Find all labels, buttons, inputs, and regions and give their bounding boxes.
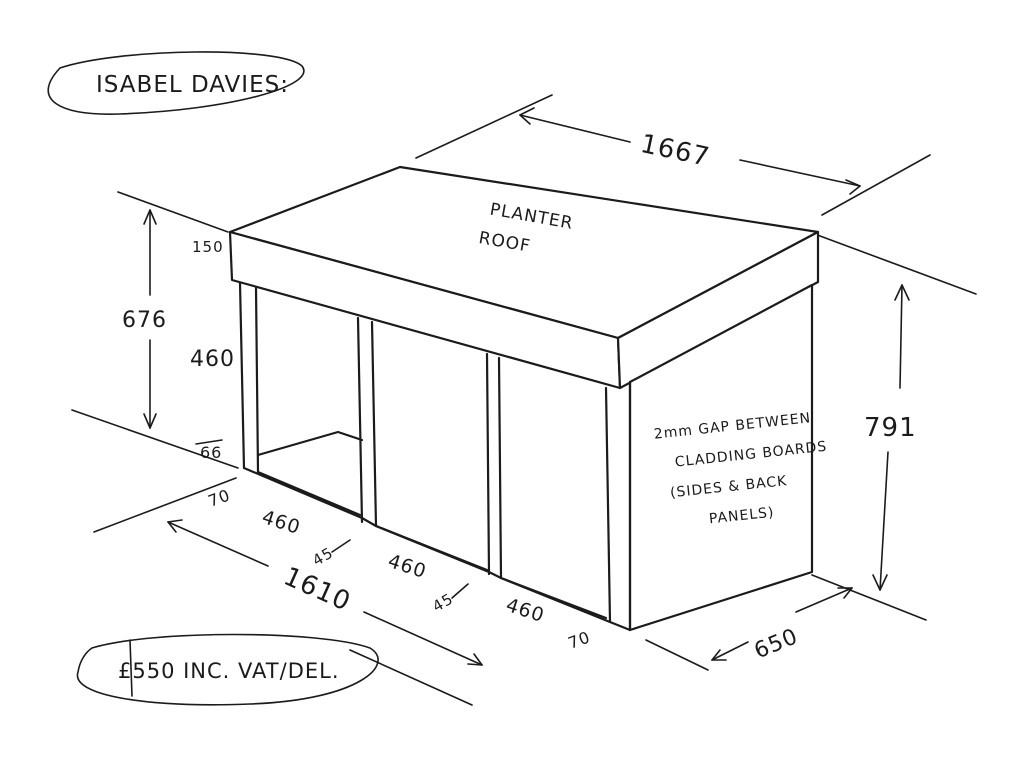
dim-left-height: 676 150 460 66: [122, 209, 235, 462]
dim-end-left-label: 70: [206, 485, 234, 511]
roof-side-face: [616, 230, 820, 390]
client-name: ISABEL DAVIES:: [96, 72, 289, 98]
dim-overall-height-left-label: 676: [122, 308, 167, 333]
dim-bay1-label: 460: [259, 506, 303, 539]
dim-top-length-label: 1667: [638, 129, 713, 173]
dim-base-height-label: 66: [200, 443, 222, 462]
ground-lines: [71, 94, 977, 621]
dim-top-length: 1667: [519, 107, 861, 195]
post-mid1-b: [370, 320, 378, 528]
price-group: £550 INC. VAT/DEL.: [76, 633, 379, 706]
post-mid1-a: [356, 316, 364, 524]
name-label-group: ISABEL DAVIES:: [47, 51, 305, 115]
dim-right-height: 791: [864, 284, 917, 591]
post-left-outer: [238, 281, 246, 470]
dim-inner-height-label: 460: [190, 347, 235, 372]
dim-roof-thickness-label: 150: [192, 238, 224, 256]
gap-note-line4: PANELS): [708, 505, 775, 528]
name-oval: [47, 51, 305, 115]
dim-end-right-label: 70: [566, 627, 594, 653]
post-mid2-a: [485, 352, 491, 576]
dim-overall-height-right-label: 791: [864, 413, 917, 443]
post-mid2-b: [497, 356, 503, 580]
price-oval: [76, 633, 379, 706]
price-text: £550 INC. VAT/DEL.: [118, 659, 340, 683]
planter-body: [228, 165, 820, 632]
price-oval-tick: [129, 639, 133, 697]
dim-bay3-label: 460: [503, 594, 547, 627]
dim-bay2-label: 460: [385, 550, 429, 583]
dim-depth-label: 650: [751, 624, 802, 664]
dim-gap1-label: 45: [309, 544, 336, 570]
dim-front-length-label: 1610: [279, 562, 355, 618]
base-rail-back: [256, 430, 364, 457]
post-left-inner: [254, 286, 260, 474]
dim-gap2-label: 45: [429, 590, 456, 616]
post-right: [604, 386, 612, 624]
base-rail-front: [242, 466, 632, 632]
